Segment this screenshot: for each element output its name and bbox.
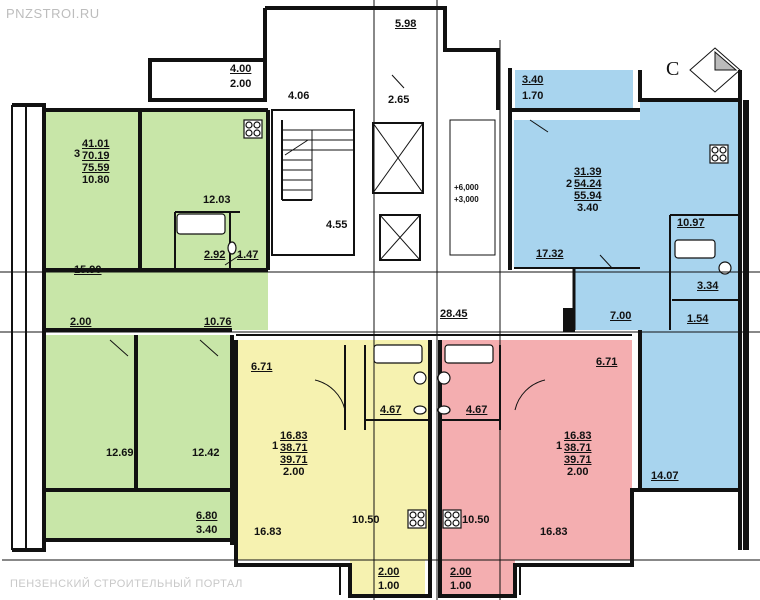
area-label-147: 1.47	[237, 249, 259, 261]
area-label-100b: 1.00	[450, 580, 472, 592]
area-label-671a: 6.71	[251, 361, 273, 373]
apartment-2-balcony	[515, 70, 633, 110]
area-label-200c: 2.00	[378, 566, 400, 578]
apartment-2-area-total: 54.24	[574, 178, 602, 190]
door-swings	[109, 74, 613, 411]
area-label-200b: 2.00	[70, 316, 92, 328]
elevator-shafts	[372, 119, 496, 261]
area-label-200d: 2.00	[450, 566, 472, 578]
level-mark-6000: +6,000	[454, 183, 479, 192]
fixtures	[176, 119, 732, 529]
area-label-700: 7.00	[610, 310, 632, 322]
apartment-1-right-area-total: 38.71	[564, 442, 592, 454]
area-label-467a: 4.67	[380, 404, 402, 416]
area-label-1242: 12.42	[192, 447, 220, 459]
apartment-1-left-rooms: 1	[272, 440, 279, 452]
area-label-1732: 17.32	[536, 248, 564, 260]
apartment-1-left-areas: 16.83 38.71 39.71 2.00	[280, 430, 308, 478]
apartment-3-area-full: 75.59	[82, 162, 110, 174]
apartment-1-right-fill	[440, 340, 632, 560]
apartment-1-right-areas: 16.83 38.71 39.71 2.00	[564, 430, 592, 478]
apartment-3-area-balcony: 10.80	[82, 174, 110, 186]
area-label-334: 3.34	[697, 280, 719, 292]
apartment-3-area-living: 41.01	[82, 138, 110, 150]
area-label-170: 1.70	[522, 90, 544, 102]
area-label-1050a: 10.50	[352, 514, 380, 526]
level-mark-3000: +3,000	[454, 195, 479, 204]
apartment-1-left-area-balcony: 2.00	[283, 466, 305, 478]
apartment-1-left-area-full: 39.71	[280, 454, 308, 466]
area-label-1269: 12.69	[106, 447, 134, 459]
area-label-292: 2.92	[204, 249, 226, 261]
apartment-3-area-total: 70.19	[82, 150, 110, 162]
area-label-467b: 4.67	[466, 404, 488, 416]
area-label-340a: 3.40	[522, 74, 544, 86]
area-label-455: 4.55	[326, 219, 348, 231]
area-label-100a: 1.00	[378, 580, 400, 592]
compass-icon	[689, 47, 741, 93]
apartment-3-rooms: 3	[74, 148, 81, 160]
area-label-671b: 6.71	[596, 356, 618, 368]
area-label-598: 5.98	[395, 18, 417, 30]
apartment-1-right-area-balcony: 2.00	[567, 466, 589, 478]
apartment-2-area-full: 55.94	[574, 190, 602, 202]
area-label-200a: 2.00	[230, 78, 252, 90]
watermark-top: PNZSTROI.RU	[6, 6, 100, 21]
area-label-400: 4.00	[230, 63, 252, 75]
walls	[11, 6, 749, 598]
apartment-3-balcony-top	[155, 70, 265, 110]
apartment-1-left-area-living: 16.83	[280, 430, 308, 442]
compass-north-letter: С	[666, 58, 680, 80]
area-label-1407: 14.07	[651, 470, 679, 482]
area-label-1683a: 16.83	[254, 526, 282, 538]
area-label-406: 4.06	[288, 90, 310, 102]
apartment-2-area-living: 31.39	[574, 166, 602, 178]
area-label-340b: 3.40	[196, 524, 218, 536]
area-label-1097: 10.97	[677, 217, 705, 229]
area-label-1076: 10.76	[204, 316, 232, 328]
area-label-2845: 28.45	[440, 308, 468, 320]
apartment-1-right-balcony	[440, 560, 515, 596]
area-label-154: 1.54	[687, 313, 709, 325]
apartment-3-areas: 41.01 70.19 75.59 10.80	[82, 138, 110, 186]
apartment-2-area-balcony: 3.40	[577, 202, 599, 214]
apartment-2-areas: 31.39 54.24 55.94 3.40	[574, 166, 602, 214]
apartment-2-rooms: 2	[566, 178, 573, 190]
apartment-1-left-balcony	[350, 560, 425, 596]
apartment-1-right-rooms: 1	[556, 440, 563, 452]
watermark-bottom: ПЕНЗЕНСКИЙ СТРОИТЕЛЬНЫЙ ПОРТАЛ	[10, 578, 243, 590]
area-label-1203: 12.03	[203, 194, 231, 206]
apartment-3-balcony-bottom	[44, 495, 234, 540]
area-label-1050b: 10.50	[462, 514, 490, 526]
apartment-1-left-fill	[238, 340, 430, 560]
apartment-1-left-area-total: 38.71	[280, 442, 308, 454]
apartment-1-right-area-living: 16.83	[564, 430, 592, 442]
area-label-1590: 15.90	[74, 264, 102, 276]
stair-core	[271, 109, 355, 256]
area-label-265: 2.65	[388, 94, 410, 106]
area-label-680: 6.80	[196, 510, 218, 522]
apartment-2-fill	[514, 100, 740, 490]
area-label-1683b: 16.83	[540, 526, 568, 538]
apartment-1-right-area-full: 39.71	[564, 454, 592, 466]
